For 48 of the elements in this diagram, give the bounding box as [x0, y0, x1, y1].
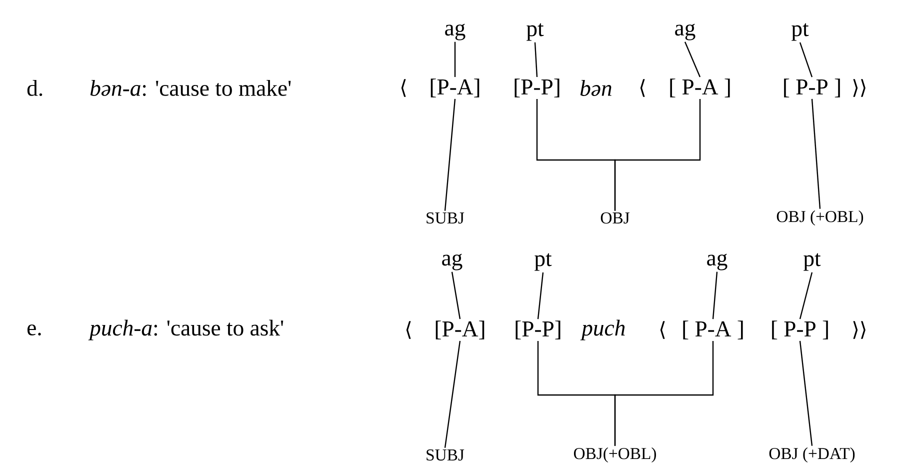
role-label: ag — [445, 24, 466, 40]
argument-slot: [P-P] — [514, 78, 560, 98]
connector-line — [451, 272, 461, 320]
angle-bracket: ⟨ — [640, 79, 645, 97]
argument-slot: [P-P] — [516, 320, 560, 340]
example-text: puch-a: 'cause to ask' — [88, 320, 284, 340]
argument-slot: [P-A] — [436, 320, 484, 340]
example-text: d. — [27, 80, 42, 96]
connector-line — [537, 272, 544, 320]
argument-slot: [ P-P ] — [772, 320, 828, 340]
function-label: OBJ(+OBL) — [574, 447, 656, 463]
role-label: pt — [792, 23, 809, 41]
connector-line — [444, 340, 461, 448]
connector-line — [799, 42, 813, 78]
connector-line — [444, 98, 456, 211]
role-label: ag — [675, 24, 696, 40]
angle-bracket: ⟩⟩ — [853, 321, 866, 339]
connector-line — [614, 98, 701, 211]
argument-slot: [ P-A ] — [683, 320, 743, 340]
angle-bracket: ⟩⟩ — [853, 79, 866, 97]
role-label: ag — [442, 254, 462, 270]
connector-line — [799, 340, 813, 446]
connector-line — [811, 98, 821, 209]
example-text: bən-a: 'cause to make' — [90, 80, 291, 96]
function-label: SUBJ — [426, 449, 464, 461]
role-label: ag — [707, 254, 728, 270]
connector-line — [799, 272, 813, 320]
angle-bracket: ⟨ — [406, 321, 411, 339]
argument-slot: [ P-P ] — [784, 78, 840, 98]
verb-text: puch — [580, 320, 625, 340]
role-label: pt — [804, 253, 821, 271]
verb-text: bən — [580, 80, 612, 96]
function-label: OBJ (+OBL) — [776, 210, 864, 226]
connector-line — [454, 42, 456, 78]
argument-slot: [ P-A ] — [670, 78, 730, 98]
connector-line — [712, 272, 718, 320]
function-label: SUBJ — [426, 212, 464, 224]
connector-line — [614, 340, 714, 446]
argument-slot: [P-A] — [430, 78, 480, 98]
angle-bracket: ⟨ — [660, 321, 665, 339]
angle-bracket: ⟨ — [401, 79, 406, 97]
connector-line — [684, 42, 701, 78]
function-label: OBJ — [600, 212, 630, 224]
connector-line — [534, 42, 538, 78]
role-label: pt — [526, 23, 544, 41]
example-text: e. — [27, 324, 41, 336]
function-label: OBJ (+DAT) — [769, 447, 855, 463]
role-label: pt — [534, 253, 552, 271]
